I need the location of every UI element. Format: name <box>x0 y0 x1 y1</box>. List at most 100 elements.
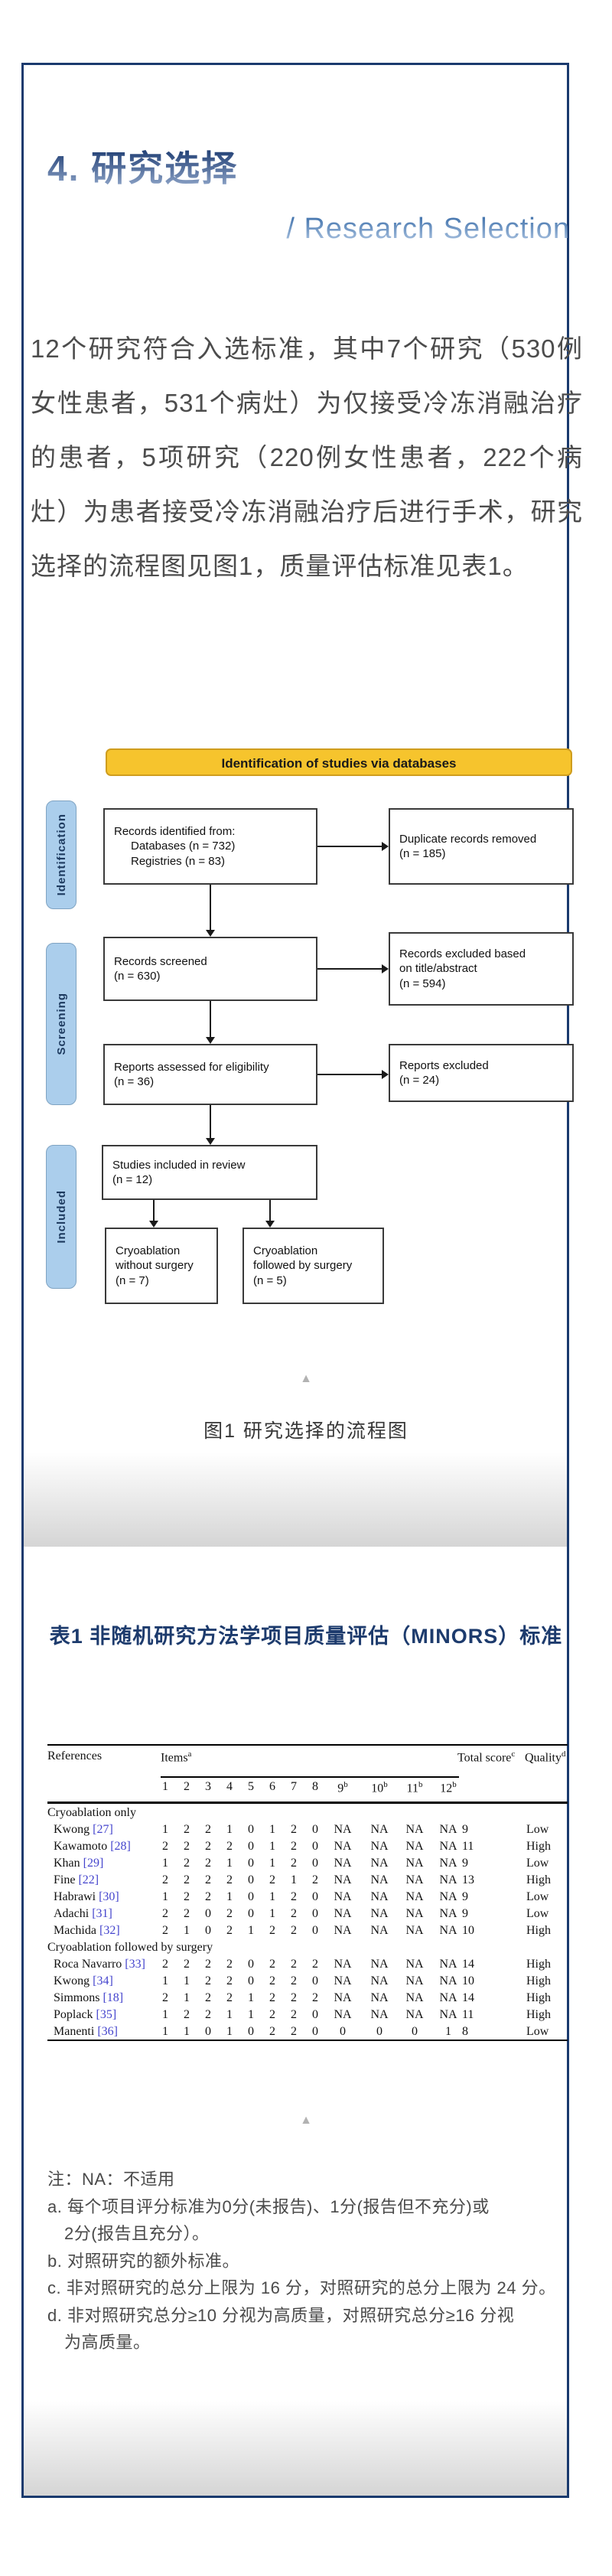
score-cell: 2 <box>226 1924 233 1937</box>
item-number-header: 5 <box>248 1780 254 1793</box>
score-cell: NA <box>334 1974 352 1987</box>
flowchart-box-records-identified: Records identified from: Databases (n = … <box>103 808 317 885</box>
score-cell: 2 <box>291 1890 297 1903</box>
score-cell: 2 <box>291 1907 297 1920</box>
score-cell: 2 <box>162 1873 168 1886</box>
stage-identification: Identification <box>46 801 76 909</box>
score-cell: NA <box>439 1907 457 1920</box>
score-cell: 2 <box>269 1991 275 2004</box>
score-cell: NA <box>405 1823 424 1836</box>
score-cell: 1 <box>226 1823 233 1836</box>
total-score-cell: 10 <box>462 1924 474 1937</box>
score-cell: 2 <box>162 1924 168 1937</box>
reference-link: [27] <box>93 1823 113 1836</box>
score-cell: 2 <box>205 1974 211 1987</box>
total-score-cell: 14 <box>462 1958 474 1971</box>
score-cell: 0 <box>376 2025 382 2038</box>
score-cell: NA <box>370 1840 389 1853</box>
reference-cell: Simmons [18] <box>54 1991 124 2004</box>
reference-cell: Manenti [36] <box>54 2025 118 2038</box>
item-number-header: 8 <box>312 1780 318 1793</box>
score-cell: NA <box>439 1857 457 1870</box>
score-cell: NA <box>334 1873 352 1886</box>
score-cell: 2 <box>184 1857 190 1870</box>
score-cell: 2 <box>226 1991 233 2004</box>
table-group-label: Cryoablation followed by surgery <box>47 1941 213 1954</box>
flowchart-box-records-screened: Records screened (n = 630) <box>103 937 317 1001</box>
item-number-header: 7 <box>291 1780 297 1793</box>
score-cell: 1 <box>248 1991 254 2004</box>
score-cell: 2 <box>226 1873 233 1886</box>
table-rule-thick <box>47 1802 568 1804</box>
score-cell: 0 <box>248 1857 254 1870</box>
score-cell: NA <box>370 1857 389 1870</box>
reference-link: [31] <box>92 1907 112 1920</box>
score-cell: 1 <box>184 1974 190 1987</box>
box-line: on title/abstract <box>399 962 477 976</box>
note-line: 2分(报告且充分）。 <box>64 2224 210 2243</box>
quality-cell: High <box>526 1873 551 1886</box>
flowchart-box-studies-included: Studies included in review (n = 12) <box>102 1145 317 1200</box>
score-cell: NA <box>334 1958 352 1971</box>
arrow-head-down-icon <box>265 1221 275 1228</box>
score-cell: 2 <box>184 2008 190 2021</box>
score-cell: 2 <box>162 1840 168 1853</box>
arrow-line <box>153 1200 155 1221</box>
box-line: Records identified from: <box>114 824 236 838</box>
score-cell: NA <box>405 1924 424 1937</box>
score-cell: 2 <box>184 1873 190 1886</box>
score-cell: 2 <box>269 1974 275 1987</box>
total-score-cell: 11 <box>462 1840 474 1853</box>
intro-paragraph: 12个研究符合入选标准，其中7个研究（530例 女性患者，531个病灶）为仅接受… <box>31 321 583 593</box>
score-cell: 2 <box>269 1873 275 1886</box>
total-score-cell: 10 <box>462 1974 474 1987</box>
box-line: (n = 594) <box>399 977 446 990</box>
score-cell: NA <box>370 1974 389 1987</box>
item-number-header: 4 <box>226 1780 233 1793</box>
score-cell: 1 <box>269 1823 275 1836</box>
score-cell: NA <box>405 1890 424 1903</box>
score-cell: 2 <box>205 1873 211 1886</box>
score-cell: 1 <box>248 2008 254 2021</box>
total-score-cell: 8 <box>462 2025 468 2038</box>
score-cell: 2 <box>312 1991 318 2004</box>
score-cell: NA <box>439 1974 457 1987</box>
score-cell: 2 <box>205 1823 211 1836</box>
score-cell: 2 <box>184 1890 190 1903</box>
intro-line: 灶）为患者接受冷冻消融治疗后进行手术，研究 <box>31 497 583 526</box>
score-cell: NA <box>370 1924 389 1937</box>
score-cell: 2 <box>205 2008 211 2021</box>
score-cell: 0 <box>312 1890 318 1903</box>
score-cell: 1 <box>269 1857 275 1870</box>
card-bottom-shadow <box>24 2401 567 2496</box>
total-score-cell: 9 <box>462 1890 468 1903</box>
score-cell: NA <box>439 1958 457 1971</box>
arrow-line <box>317 968 382 970</box>
score-cell: 2 <box>184 1907 190 1920</box>
note-line: b. 对照研究的额外标准。 <box>47 2251 239 2271</box>
table-group-label: Cryoablation only <box>47 1806 136 1819</box>
score-cell: 1 <box>162 2008 168 2021</box>
score-cell: 2 <box>205 1958 211 1971</box>
score-cell: 2 <box>269 2008 275 2021</box>
score-cell: NA <box>405 1958 424 1971</box>
score-cell: 0 <box>312 1907 318 1920</box>
score-cell: 2 <box>269 2025 275 2038</box>
score-cell: 1 <box>291 1873 297 1886</box>
reference-cell: Habrawi [30] <box>54 1890 119 1903</box>
total-score-cell: 9 <box>462 1857 468 1870</box>
score-cell: 0 <box>248 1823 254 1836</box>
stage-screening: Screening <box>46 943 76 1105</box>
reference-cell: Roca Navarro [33] <box>54 1958 145 1971</box>
score-cell: 1 <box>226 2025 233 2038</box>
arrow-line <box>210 1001 211 1037</box>
score-cell: 2 <box>205 1840 211 1853</box>
box-line: Registries (n = 83) <box>131 854 225 868</box>
